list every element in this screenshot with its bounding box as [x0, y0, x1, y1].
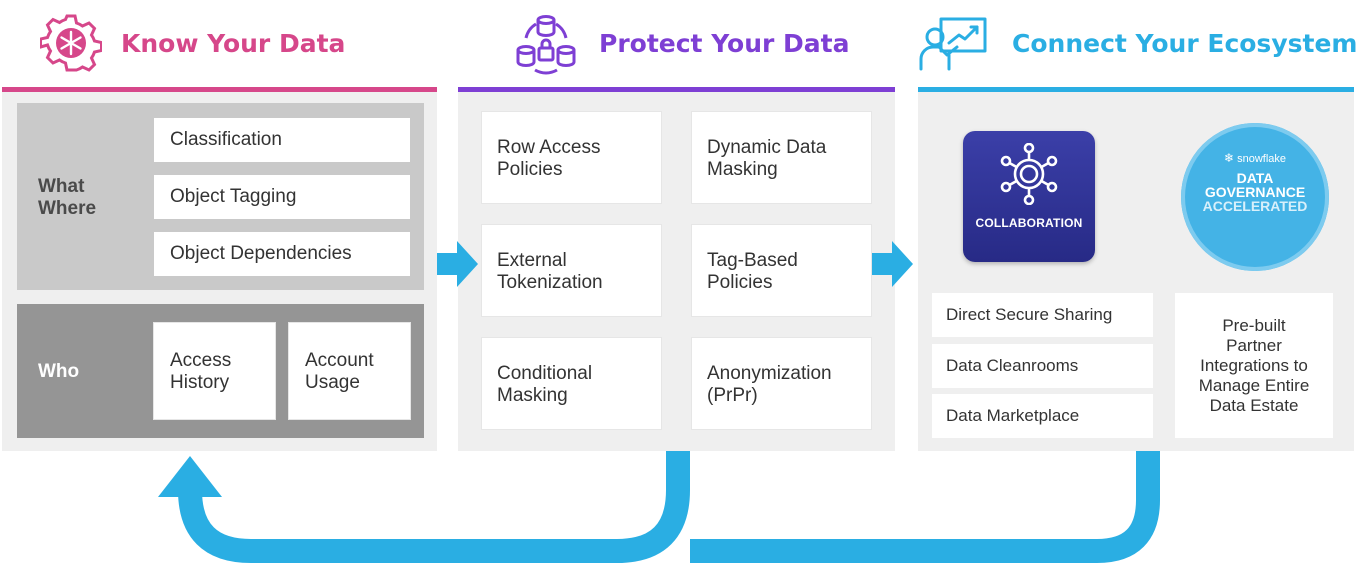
feedback-loop-connect: [690, 451, 1160, 563]
badge-line-1: DATA: [1236, 170, 1274, 186]
data-governance-badge: ❄ snowflake DATA GOVERNANCE ACCELERATED: [1181, 123, 1329, 271]
data-marketplace-item: Data Marketplace: [932, 394, 1153, 438]
object-tagging-item: Object Tagging: [154, 175, 410, 219]
badge-brand: ❄ snowflake: [1223, 151, 1287, 165]
feedback-loop-protect: [178, 451, 690, 563]
connect-divider: [918, 87, 1354, 92]
what-label: What: [38, 176, 85, 197]
section-title-protect: Protect Your Data: [599, 29, 850, 58]
database-lock-cycle-icon: [513, 12, 579, 76]
anonymization-card: Anonymization (PrPr): [692, 338, 871, 429]
where-label: Where: [38, 198, 97, 219]
external-tokenization-card: External Tokenization: [482, 225, 661, 316]
up-arrow-icon: [158, 456, 222, 497]
collaboration-tile: COLLABORATION: [963, 131, 1095, 262]
conditional-masking-card: Conditional Masking: [482, 338, 661, 429]
direct-secure-sharing-item: Direct Secure Sharing: [932, 293, 1153, 337]
object-dependencies-item: Object Dependencies: [154, 232, 410, 276]
who-label: Who: [38, 361, 80, 382]
access-history-card: Access History: [154, 323, 275, 419]
account-usage-card: Account Usage: [289, 323, 410, 419]
section-title-know: Know Your Data: [121, 29, 346, 58]
protect-divider: [458, 87, 895, 92]
snowflake-logo-icon: ❄: [1223, 151, 1235, 165]
badge-line-2: GOVERNANCE: [1204, 184, 1306, 200]
badge-line-3: ACCELERATED: [1202, 198, 1308, 214]
collaboration-label: COLLABORATION: [975, 216, 1083, 230]
data-cleanrooms-item: Data Cleanrooms: [932, 344, 1153, 388]
hub-network-icon: [1000, 143, 1058, 205]
row-access-policies-card: Row Access Policies: [482, 112, 661, 203]
snowflake-gear-icon: [40, 12, 102, 74]
partner-integrations-box: Pre-built Partner Integrations to Manage…: [1175, 293, 1333, 438]
tag-based-policies-card: Tag-Based Policies: [692, 225, 871, 316]
dynamic-data-masking-card: Dynamic Data Masking: [692, 112, 871, 203]
know-divider: [2, 87, 437, 92]
presenter-chart-icon: [919, 15, 989, 71]
section-title-connect: Connect Your Ecosystem: [1012, 29, 1358, 58]
classification-item: Classification: [154, 118, 410, 162]
